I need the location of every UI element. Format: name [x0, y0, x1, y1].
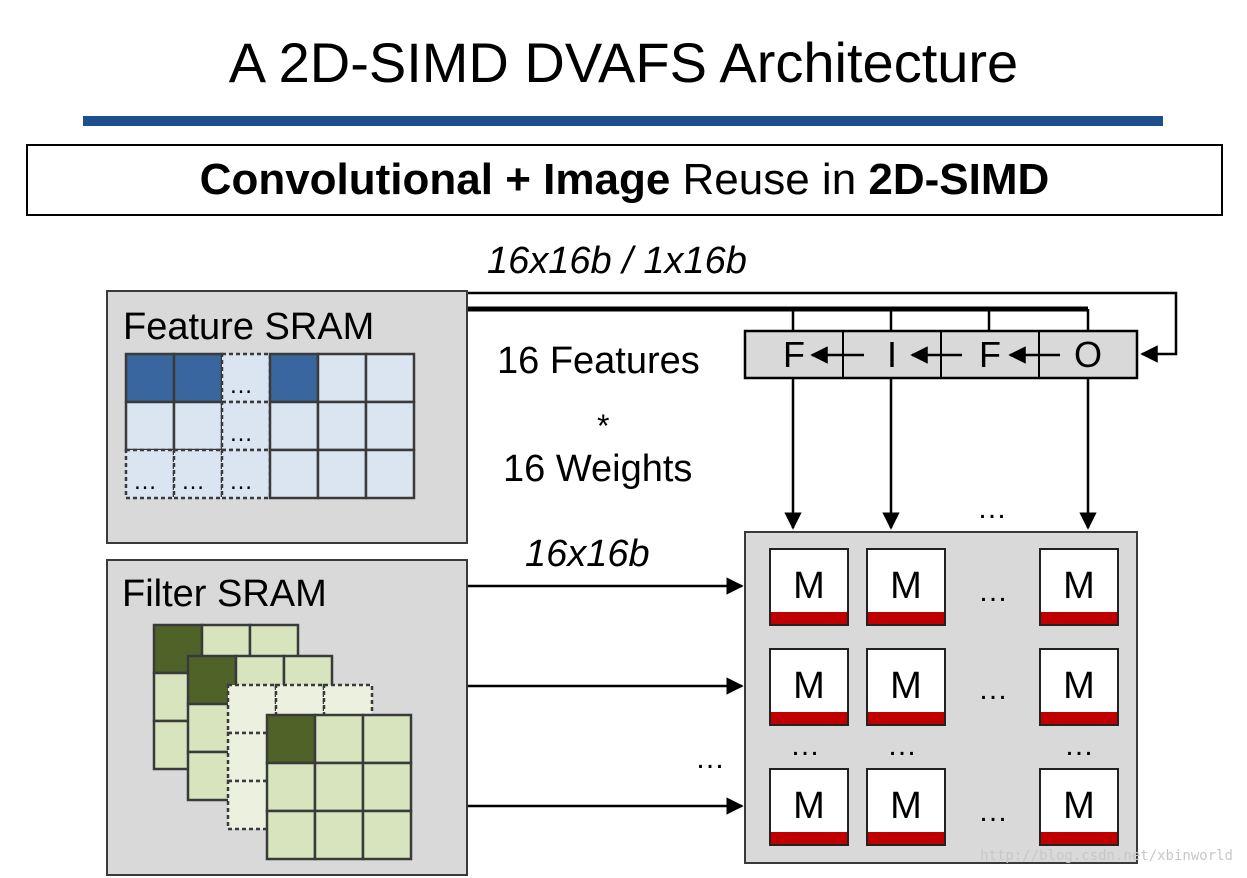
feature-ellipsis-r3a: … — [133, 468, 159, 495]
mac-accumulator-bar — [771, 612, 847, 624]
filter-cell — [361, 761, 413, 813]
watermark: http://blog.csdn.net/xbinworld — [980, 848, 1233, 864]
mac-label: M — [1063, 565, 1095, 607]
banner-regular: Reuse in — [670, 155, 869, 204]
filter-sram-block: Filter SRAM — [106, 559, 468, 876]
mac-unit: M — [866, 768, 946, 846]
mac-label: M — [793, 785, 825, 827]
banner-bold-2: 2D-SIMD — [868, 155, 1050, 204]
mac-label: M — [1063, 785, 1095, 827]
mac-row-ellipsis: … — [1064, 729, 1096, 762]
mac-row-ellipsis: … — [790, 729, 822, 762]
filter-cell — [313, 809, 365, 861]
feature-cell — [316, 448, 368, 500]
mac-accumulator-bar — [771, 712, 847, 724]
mac-accumulator-bar — [868, 612, 944, 624]
op-features-label: 16 Features — [497, 340, 700, 382]
filter-cell — [265, 809, 317, 861]
mac-unit: M — [1039, 648, 1119, 726]
mac-col-ellipsis: … — [978, 795, 1010, 828]
mac-accumulator-bar — [1041, 612, 1117, 624]
feature-cell — [364, 448, 416, 500]
row-ellipsis: … — [695, 742, 727, 775]
op-times-label: * — [597, 408, 610, 444]
mac-accumulator-bar — [868, 832, 944, 844]
mac-unit: M — [769, 648, 849, 726]
mac-accumulator-bar — [1041, 832, 1117, 844]
fifo-cell-i: I — [886, 334, 897, 375]
feature-ellipsis-r1: … — [229, 372, 255, 399]
mac-col-ellipsis: … — [978, 673, 1010, 706]
section-banner: Convolutional + Image Reuse in 2D-SIMD — [26, 144, 1223, 216]
title-underline — [83, 116, 1163, 126]
filter-cell — [361, 713, 413, 765]
op-weights-label: 16 Weights — [503, 448, 693, 490]
mac-unit: M — [1039, 548, 1119, 626]
filter-sram-label: Filter SRAM — [122, 573, 327, 615]
feature-elided-cell — [220, 352, 272, 404]
mac-unit: M — [866, 548, 946, 626]
feature-active-cell — [268, 352, 320, 404]
feature-elided-cell — [124, 448, 176, 500]
feature-cell — [268, 400, 320, 452]
feature-ellipsis-r3b: … — [181, 468, 207, 495]
feature-cell — [364, 352, 416, 404]
slide-title: A 2D-SIMD DVAFS Architecture — [228, 31, 1019, 94]
mac-unit: M — [769, 768, 849, 846]
feature-cell — [316, 352, 368, 404]
feature-cell — [124, 400, 176, 452]
mac-label: M — [793, 665, 825, 707]
feature-ellipsis-r2: … — [229, 420, 255, 447]
mac-accumulator-bar — [868, 712, 944, 724]
filter-cell — [265, 761, 317, 813]
filter-cell — [361, 809, 413, 861]
feature-cell — [268, 448, 320, 500]
feature-ellipsis-r3c: … — [229, 468, 255, 495]
feature-sram-block: Feature SRAM … … … … … — [106, 290, 468, 544]
mac-unit: M — [866, 648, 946, 726]
feature-sram-label: Feature SRAM — [123, 306, 375, 348]
mac-label: M — [1063, 665, 1095, 707]
feature-cell — [172, 400, 224, 452]
mac-label: M — [890, 565, 922, 607]
fifo-cell-f2: F — [979, 334, 1001, 375]
fifo-cell-o: O — [1073, 334, 1102, 375]
column-ellipsis: … — [977, 492, 1009, 525]
mac-unit: M — [769, 548, 849, 626]
feature-cell — [316, 400, 368, 452]
filter-cell — [313, 713, 365, 765]
mac-label: M — [890, 785, 922, 827]
feature-active-cell — [172, 352, 224, 404]
feature-grid — [124, 352, 416, 500]
fifo-cell-f1: F — [783, 334, 805, 375]
loopback-line — [468, 291, 1178, 363]
bus-width-label-weights: 16x16b — [525, 533, 650, 575]
filter-stack — [152, 623, 413, 861]
bus-width-label-top: 16x16b / 1x16b — [487, 240, 747, 282]
feature-active-cell — [124, 352, 176, 404]
feature-cell — [364, 400, 416, 452]
mac-accumulator-bar — [771, 832, 847, 844]
mac-unit: M — [1039, 768, 1119, 846]
mac-accumulator-bar — [1041, 712, 1117, 724]
filter-active-cell — [265, 713, 317, 765]
mac-label: M — [890, 665, 922, 707]
mac-col-ellipsis: … — [978, 575, 1010, 608]
filter-cell — [313, 761, 365, 813]
feature-elided-cell — [172, 448, 224, 500]
feature-elided-cell — [220, 448, 272, 500]
mac-label: M — [793, 565, 825, 607]
mac-row-ellipsis: … — [887, 729, 919, 762]
banner-bold-1: Convolutional + Image — [199, 155, 671, 204]
mac-array: M M … M M M … M … … … M M … M — [744, 531, 1138, 864]
